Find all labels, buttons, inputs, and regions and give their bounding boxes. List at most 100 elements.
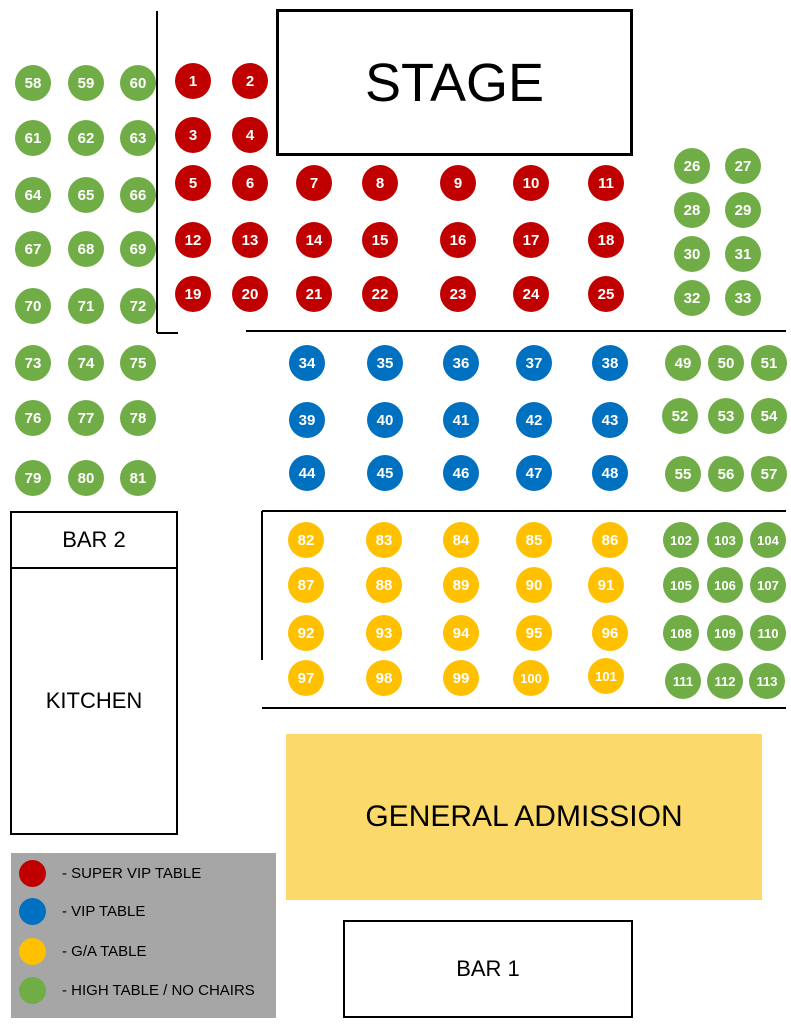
table-68[interactable]: 68: [68, 231, 104, 267]
table-98[interactable]: 98: [366, 660, 402, 696]
table-2[interactable]: 2: [232, 63, 268, 99]
table-5[interactable]: 5: [175, 165, 211, 201]
table-87[interactable]: 87: [288, 567, 324, 603]
table-65[interactable]: 65: [68, 177, 104, 213]
table-27[interactable]: 27: [725, 148, 761, 184]
table-77[interactable]: 77: [68, 400, 104, 436]
table-95[interactable]: 95: [516, 615, 552, 651]
table-23[interactable]: 23: [440, 276, 476, 312]
table-100[interactable]: 100: [513, 660, 549, 696]
table-51[interactable]: 51: [751, 345, 787, 381]
table-69[interactable]: 69: [120, 231, 156, 267]
table-20[interactable]: 20: [232, 276, 268, 312]
table-13[interactable]: 13: [232, 222, 268, 258]
table-24[interactable]: 24: [513, 276, 549, 312]
table-76[interactable]: 76: [15, 400, 51, 436]
table-19[interactable]: 19: [175, 276, 211, 312]
table-45[interactable]: 45: [367, 455, 403, 491]
table-52[interactable]: 52: [662, 398, 698, 434]
table-53[interactable]: 53: [708, 398, 744, 434]
table-66[interactable]: 66: [120, 177, 156, 213]
table-103[interactable]: 103: [707, 522, 743, 558]
table-49[interactable]: 49: [665, 345, 701, 381]
table-63[interactable]: 63: [120, 120, 156, 156]
table-107[interactable]: 107: [750, 567, 786, 603]
table-43[interactable]: 43: [592, 402, 628, 438]
table-36[interactable]: 36: [443, 345, 479, 381]
table-104[interactable]: 104: [750, 522, 786, 558]
table-102[interactable]: 102: [663, 522, 699, 558]
table-31[interactable]: 31: [725, 236, 761, 272]
table-12[interactable]: 12: [175, 222, 211, 258]
table-50[interactable]: 50: [708, 345, 744, 381]
table-72[interactable]: 72: [120, 288, 156, 324]
table-37[interactable]: 37: [516, 345, 552, 381]
table-91[interactable]: 91: [588, 567, 624, 603]
table-42[interactable]: 42: [516, 402, 552, 438]
table-17[interactable]: 17: [513, 222, 549, 258]
table-101[interactable]: 101: [588, 658, 624, 694]
table-29[interactable]: 29: [725, 192, 761, 228]
table-33[interactable]: 33: [725, 280, 761, 316]
table-70[interactable]: 70: [15, 288, 51, 324]
table-44[interactable]: 44: [289, 455, 325, 491]
table-75[interactable]: 75: [120, 345, 156, 381]
table-110[interactable]: 110: [750, 615, 786, 651]
table-71[interactable]: 71: [68, 288, 104, 324]
table-84[interactable]: 84: [443, 522, 479, 558]
table-88[interactable]: 88: [366, 567, 402, 603]
table-109[interactable]: 109: [707, 615, 743, 651]
table-58[interactable]: 58: [15, 65, 51, 101]
table-86[interactable]: 86: [592, 522, 628, 558]
table-94[interactable]: 94: [443, 615, 479, 651]
table-9[interactable]: 9: [440, 165, 476, 201]
table-25[interactable]: 25: [588, 276, 624, 312]
table-22[interactable]: 22: [362, 276, 398, 312]
table-21[interactable]: 21: [296, 276, 332, 312]
table-28[interactable]: 28: [674, 192, 710, 228]
table-8[interactable]: 8: [362, 165, 398, 201]
table-79[interactable]: 79: [15, 460, 51, 496]
table-6[interactable]: 6: [232, 165, 268, 201]
table-80[interactable]: 80: [68, 460, 104, 496]
table-62[interactable]: 62: [68, 120, 104, 156]
table-41[interactable]: 41: [443, 402, 479, 438]
table-105[interactable]: 105: [663, 567, 699, 603]
table-16[interactable]: 16: [440, 222, 476, 258]
table-99[interactable]: 99: [443, 660, 479, 696]
table-111[interactable]: 111: [665, 663, 701, 699]
table-74[interactable]: 74: [68, 345, 104, 381]
table-48[interactable]: 48: [592, 455, 628, 491]
table-11[interactable]: 11: [588, 165, 624, 201]
table-18[interactable]: 18: [588, 222, 624, 258]
table-56[interactable]: 56: [708, 456, 744, 492]
table-113[interactable]: 113: [749, 663, 785, 699]
table-90[interactable]: 90: [516, 567, 552, 603]
table-7[interactable]: 7: [296, 165, 332, 201]
table-96[interactable]: 96: [592, 615, 628, 651]
table-112[interactable]: 112: [707, 663, 743, 699]
table-1[interactable]: 1: [175, 63, 211, 99]
table-67[interactable]: 67: [15, 231, 51, 267]
table-57[interactable]: 57: [751, 456, 787, 492]
table-93[interactable]: 93: [366, 615, 402, 651]
table-14[interactable]: 14: [296, 222, 332, 258]
table-3[interactable]: 3: [175, 117, 211, 153]
table-26[interactable]: 26: [674, 148, 710, 184]
table-38[interactable]: 38: [592, 345, 628, 381]
table-64[interactable]: 64: [15, 177, 51, 213]
table-40[interactable]: 40: [367, 402, 403, 438]
table-39[interactable]: 39: [289, 402, 325, 438]
table-54[interactable]: 54: [751, 398, 787, 434]
table-85[interactable]: 85: [516, 522, 552, 558]
table-82[interactable]: 82: [288, 522, 324, 558]
table-35[interactable]: 35: [367, 345, 403, 381]
table-78[interactable]: 78: [120, 400, 156, 436]
table-83[interactable]: 83: [366, 522, 402, 558]
table-60[interactable]: 60: [120, 65, 156, 101]
table-81[interactable]: 81: [120, 460, 156, 496]
table-59[interactable]: 59: [68, 65, 104, 101]
table-108[interactable]: 108: [663, 615, 699, 651]
table-47[interactable]: 47: [516, 455, 552, 491]
table-61[interactable]: 61: [15, 120, 51, 156]
